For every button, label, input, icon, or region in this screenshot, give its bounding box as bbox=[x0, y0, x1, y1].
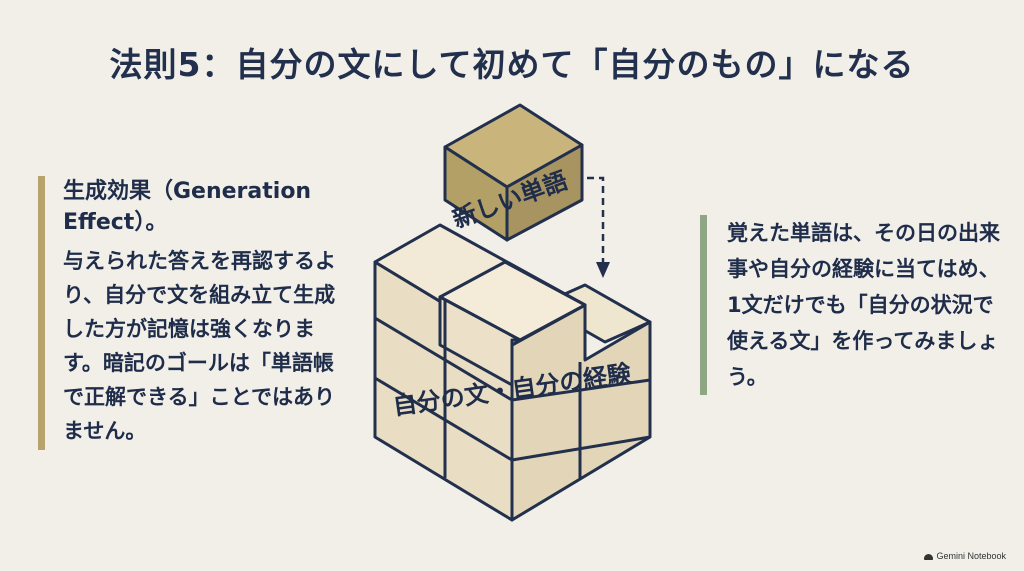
new-word-block-right bbox=[505, 143, 584, 242]
footer-text: Gemini Notebook bbox=[936, 551, 1006, 561]
dashed-arrow bbox=[587, 176, 610, 278]
generation-effect-body: 与えられた答えを再認するより、自分で文を組み立て生成した方が記憶は強くなります。… bbox=[63, 249, 336, 443]
new-word-block bbox=[443, 103, 584, 242]
generation-effect-heading: 生成効果（Generation Effect）。 bbox=[63, 179, 312, 235]
stack-grid-lines bbox=[374, 300, 651, 520]
advice-panel: 覚えた単語は、その日の出来事や自分の経験に当てはめ、1文だけでも「自分の状況で使… bbox=[700, 215, 1000, 395]
page-title: 法則5：自分の文にして初めて「自分のもの」になる bbox=[109, 45, 915, 84]
notebook-icon bbox=[924, 553, 934, 560]
generation-effect-panel: 生成効果（Generation Effect）。 与えられた答えを再認するより、… bbox=[38, 176, 348, 450]
footer-brand: Gemini Notebook bbox=[924, 551, 1006, 561]
advice-body: 覚えた単語は、その日の出来事や自分の経験に当てはめ、1文だけでも「自分の状況で使… bbox=[727, 221, 1000, 389]
